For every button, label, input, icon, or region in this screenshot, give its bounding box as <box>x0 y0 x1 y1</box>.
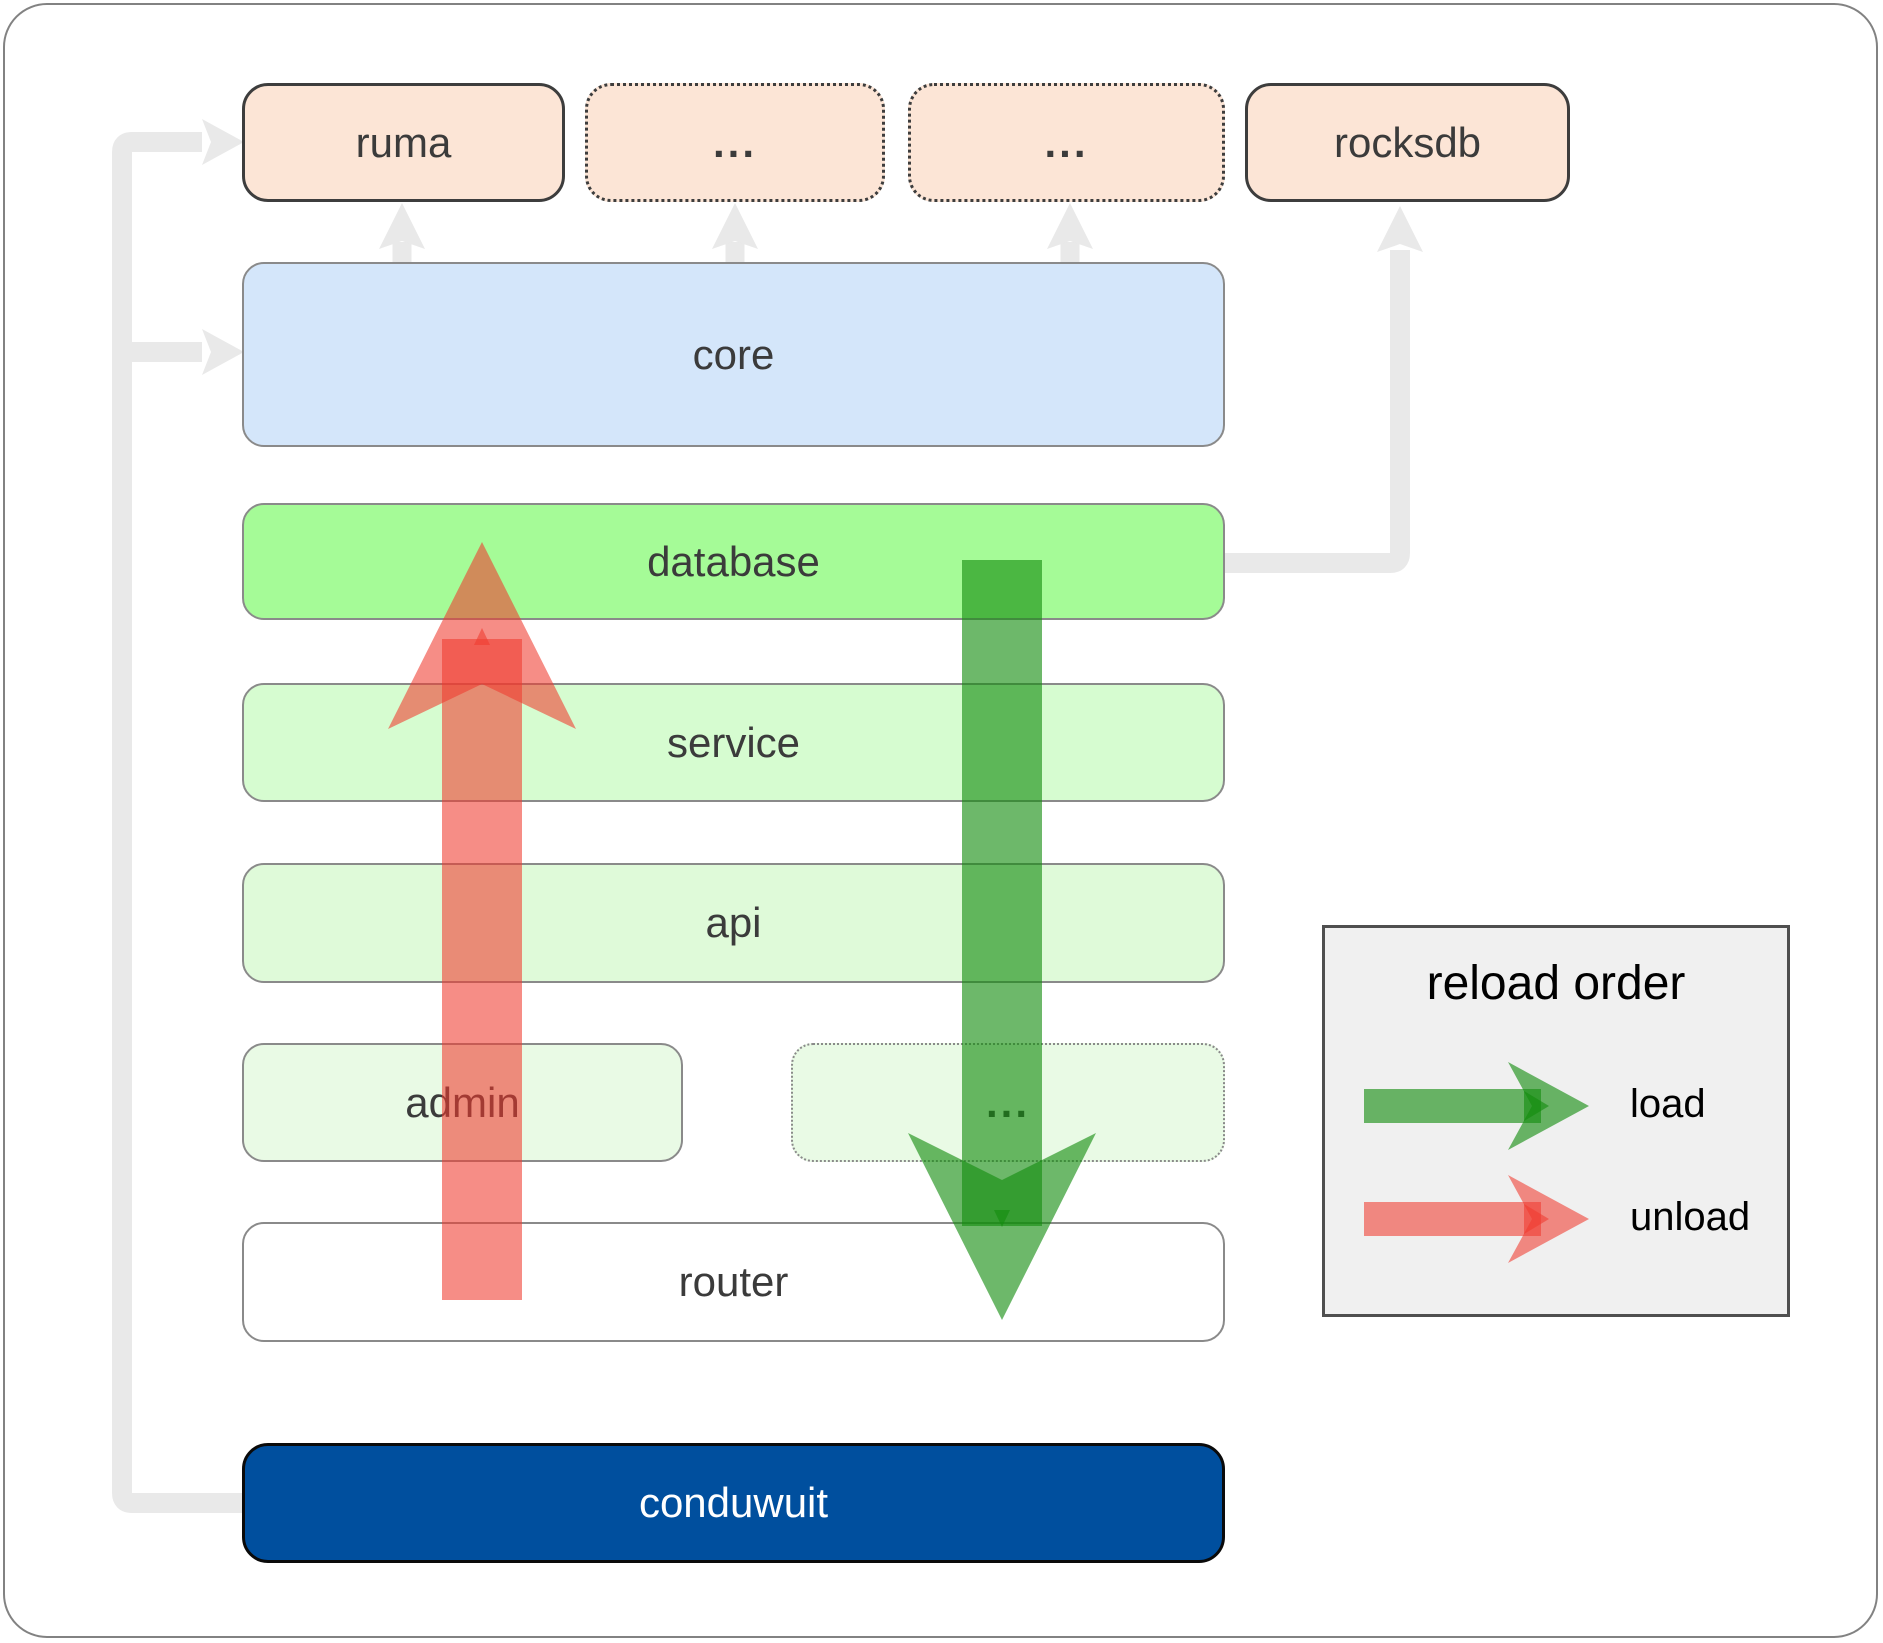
node-router: router <box>242 1222 1225 1342</box>
node-rocksdb: rocksdb <box>1245 83 1570 202</box>
legend-unload-label: unload <box>1630 1195 1751 1239</box>
node-api: api <box>242 863 1225 983</box>
node-admin: admin <box>242 1043 683 1162</box>
node-router-label: router <box>678 1258 789 1305</box>
node-service-label: service <box>666 718 801 766</box>
canvas-border <box>3 3 1878 1638</box>
node-ruma: ruma <box>242 83 565 202</box>
node-service-ellipsis: ... <box>791 1043 1225 1162</box>
node-rocksdb-label: rocksdb <box>1333 118 1482 166</box>
node-database-label: database <box>647 537 820 585</box>
node-admin-label: admin <box>405 1078 520 1126</box>
node-database: database <box>242 503 1225 620</box>
node-ruma-label: ruma <box>355 118 452 166</box>
legend-title: reload order <box>1426 957 1686 1010</box>
node-service-ellipsis-label: ... <box>985 1078 1030 1126</box>
node-conduwuit: conduwuit <box>242 1443 1225 1563</box>
node-dependency-ellipsis-2: ... <box>908 83 1225 202</box>
node-api-label: api <box>705 899 762 946</box>
legend: reload order <box>1322 925 1790 1317</box>
node-conduwuit-label: conduwuit <box>638 1479 829 1526</box>
node-service: service <box>242 683 1225 802</box>
node-dependency-ellipsis-2-label: ... <box>1044 118 1089 166</box>
node-core: core <box>242 262 1225 447</box>
node-dependency-ellipsis-1: ... <box>585 83 885 202</box>
node-core-label: core <box>692 330 775 378</box>
node-dependency-ellipsis-1-label: ... <box>712 118 757 166</box>
legend-load-label: load <box>1630 1082 1706 1126</box>
